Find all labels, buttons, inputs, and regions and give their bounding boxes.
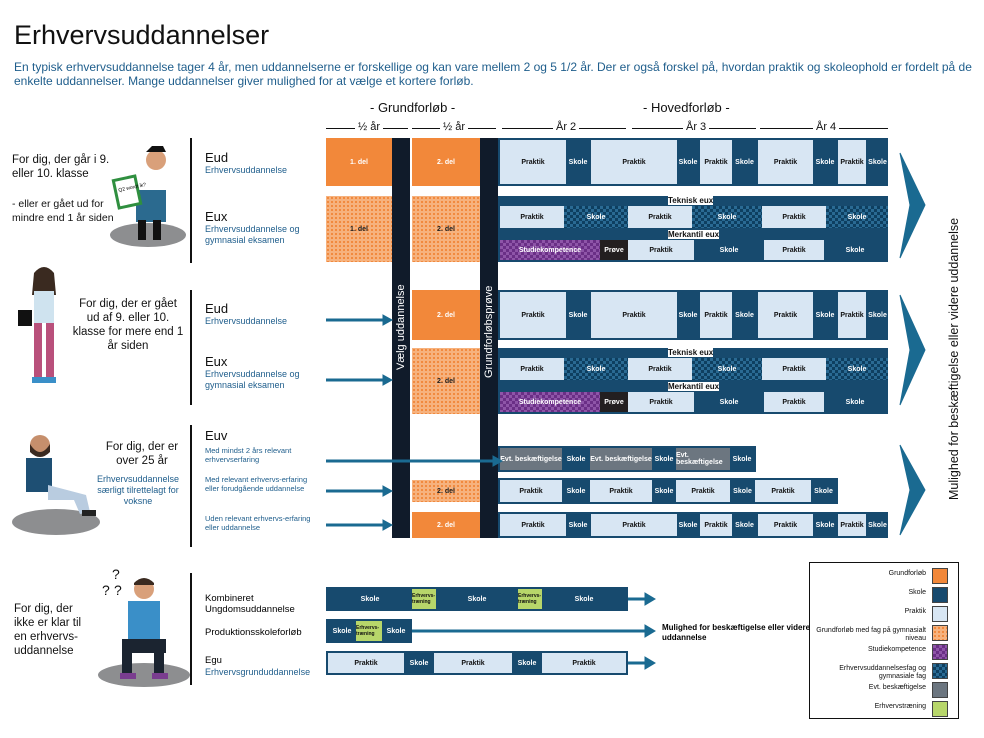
legend-swatch [932,568,948,584]
grundforlob-header: - Grundforløb - [370,100,456,115]
young-woman-illustration [18,267,56,383]
uncertain-youth-illustration: ? ? ? [98,566,190,687]
person-3-subtext: Erhvervsuddannelse særligt tilrettelagt … [96,474,180,506]
arrow-head [644,592,656,606]
psf-label: Produktionsskoleforløb [205,627,302,638]
eux-sublabel-2: Erhvervsuddannelse og gymnasial eksamen [205,369,300,390]
year-3-label: År 3 [683,121,710,133]
arrow-head [382,314,394,326]
eud-label-1: Eud [205,150,229,165]
legend-label: Studiekompetence [868,646,926,653]
adult-man-illustration [12,435,100,535]
eux-sublabel-1: Erhvervsuddannelse og gymnasial eksamen [205,224,300,245]
outcome-vertical-label: Mulighed for beskæftigelse eller videre … [947,217,961,500]
group-divider [190,425,192,547]
hovedforlob-header: - Hovedforløb - [643,100,730,115]
legend-label: Erhvervsuddannelsesfag og gymnasiale fag [839,665,926,680]
arrow-head [382,374,394,386]
svg-text:?: ? [112,566,120,582]
person-2-text: For dig, der er gået ud af 9. eller 10. … [72,298,184,352]
eux-label-2: Eux [205,354,228,369]
big-arrow [899,294,926,406]
big-arrow [899,152,926,259]
legend-label: Erhvervstræning [874,703,926,710]
legend-label: Grundforløb [888,570,926,577]
choose-education-bar [392,138,410,538]
legend-label: Praktik [904,608,926,615]
eud-label-2: Eud [205,301,229,316]
group-divider [190,290,192,405]
egu-sublabel: Erhvervsgrunduddannelse [205,667,311,677]
outcome-note: Mulighed for beskæftigelse eller videre … [662,623,811,642]
group-divider [190,138,192,263]
big-arrow [899,444,926,536]
legend-swatch [932,606,948,622]
eud-sublabel-1: Erhvervsuddannelse [205,165,288,175]
student-illustration: Q2 wordt ik? [110,146,186,247]
svg-text:?: ? [114,582,122,598]
arrow-head [644,624,656,638]
arrow-head [492,455,504,467]
legend-swatch [932,587,948,603]
legend-label: Skole [908,589,926,596]
arrow-head [382,519,394,531]
arrow-head [382,485,394,497]
legend-swatch [932,682,948,698]
person-3-text: For dig, der er over 25 år [105,441,179,467]
sign-text: Q2 wordt ik? [118,182,147,194]
svg-text:?: ? [102,582,110,598]
year-2-label: År 2 [553,121,580,133]
person-1-subtext: - eller er gået ud for mindre end 1 år s… [12,198,114,224]
half-year-1-label: ½ år [355,121,384,133]
intro-text: En typisk erhvervsuddannelse tager 4 år,… [14,60,972,88]
eud-sublabel-2: Erhvervsuddannelse [205,316,288,326]
legend-label: Grundforløb med fag på gymnasialt niveau [816,627,926,642]
year-4-label: År 4 [813,121,840,133]
kub-label: Kombineret Ungdomsuddannelse [205,593,295,615]
egu-label: Egu [205,655,222,666]
euv-option-1: Med mindst 2 års relevant erhvervserfari… [205,446,292,464]
group-divider [190,573,192,685]
euv-option-2: Med relevant erhvervs-erfaring eller for… [205,475,308,493]
legend-label: Evt. beskæftigelse [868,684,926,691]
legend-swatch [932,625,948,641]
person-1-text: For dig, der går i 9. eller 10. klasse [12,154,110,180]
legend-swatch [932,663,948,679]
euv-label: Euv [205,428,228,443]
eux-label-1: Eux [205,209,228,224]
exam-bar [480,138,498,538]
arrow-head [644,656,656,670]
page-title: Erhvervsuddannelser [14,20,270,50]
legend-box [809,562,959,719]
half-year-2-label: ½ år [440,121,469,133]
euv-option-3: Uden relevant erhvervs-erfaring eller ud… [205,514,311,532]
legend-swatch [932,701,948,717]
person-4-text: For dig, der ikke er klar til en erhverv… [14,603,82,657]
legend-swatch [932,644,948,660]
